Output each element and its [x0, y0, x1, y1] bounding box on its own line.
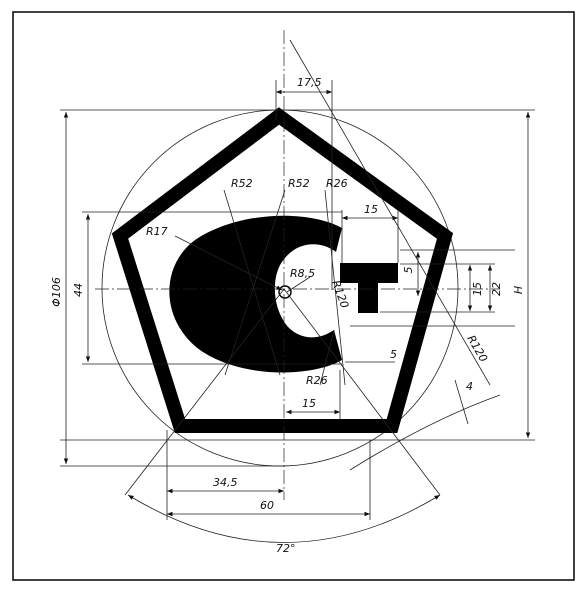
dim-22-label: 22: [490, 282, 503, 296]
dim-15-lower-label: 15: [302, 397, 316, 410]
angle-72-label: 72°: [276, 542, 296, 555]
r26-upper-label: R26: [326, 177, 348, 190]
r85-line: [286, 276, 311, 293]
dim-h-label: H: [512, 286, 525, 294]
dim-60-label: 60: [260, 499, 274, 512]
dim-5-side-label: 5: [402, 267, 415, 274]
angle-line-left: [124, 288, 285, 496]
r26-lower-label: R26: [306, 374, 328, 387]
r120-arc: [349, 394, 501, 471]
r17-line: [174, 235, 283, 291]
r120-outer-label: R120: [464, 333, 490, 364]
r17-label: R17: [146, 225, 168, 238]
dim-34-5-label: 34,5: [213, 476, 238, 489]
r26-lower-line: [319, 329, 335, 386]
drawing-frame: [12, 11, 575, 581]
dim-15-right-label: 15: [471, 282, 484, 296]
dim-phi106-label: Φ106: [50, 277, 63, 307]
angle-line-right: [283, 288, 441, 496]
pentagon-ring: [111, 107, 454, 433]
r120-line: [289, 39, 491, 386]
dim-4-label: 4: [466, 380, 473, 393]
dim-44-label: 44: [72, 283, 85, 297]
dim-5-bottom-label: 5: [390, 348, 397, 361]
dim-4-line: [454, 379, 469, 425]
r52-right-label: R52: [288, 177, 310, 190]
r26-upper-line: [324, 189, 346, 386]
dim-15-upper-label: 15: [364, 203, 378, 216]
t-shape: [340, 263, 398, 313]
r85-label: R8,5: [290, 267, 315, 280]
r52-right-line: [224, 189, 286, 376]
r52-left-label: R52: [231, 177, 253, 190]
r52-left-line: [223, 189, 281, 376]
angle-arc: [127, 494, 441, 543]
r120-inner-label: R120: [329, 279, 351, 310]
dim-17-5-label: 17,5: [297, 76, 322, 89]
